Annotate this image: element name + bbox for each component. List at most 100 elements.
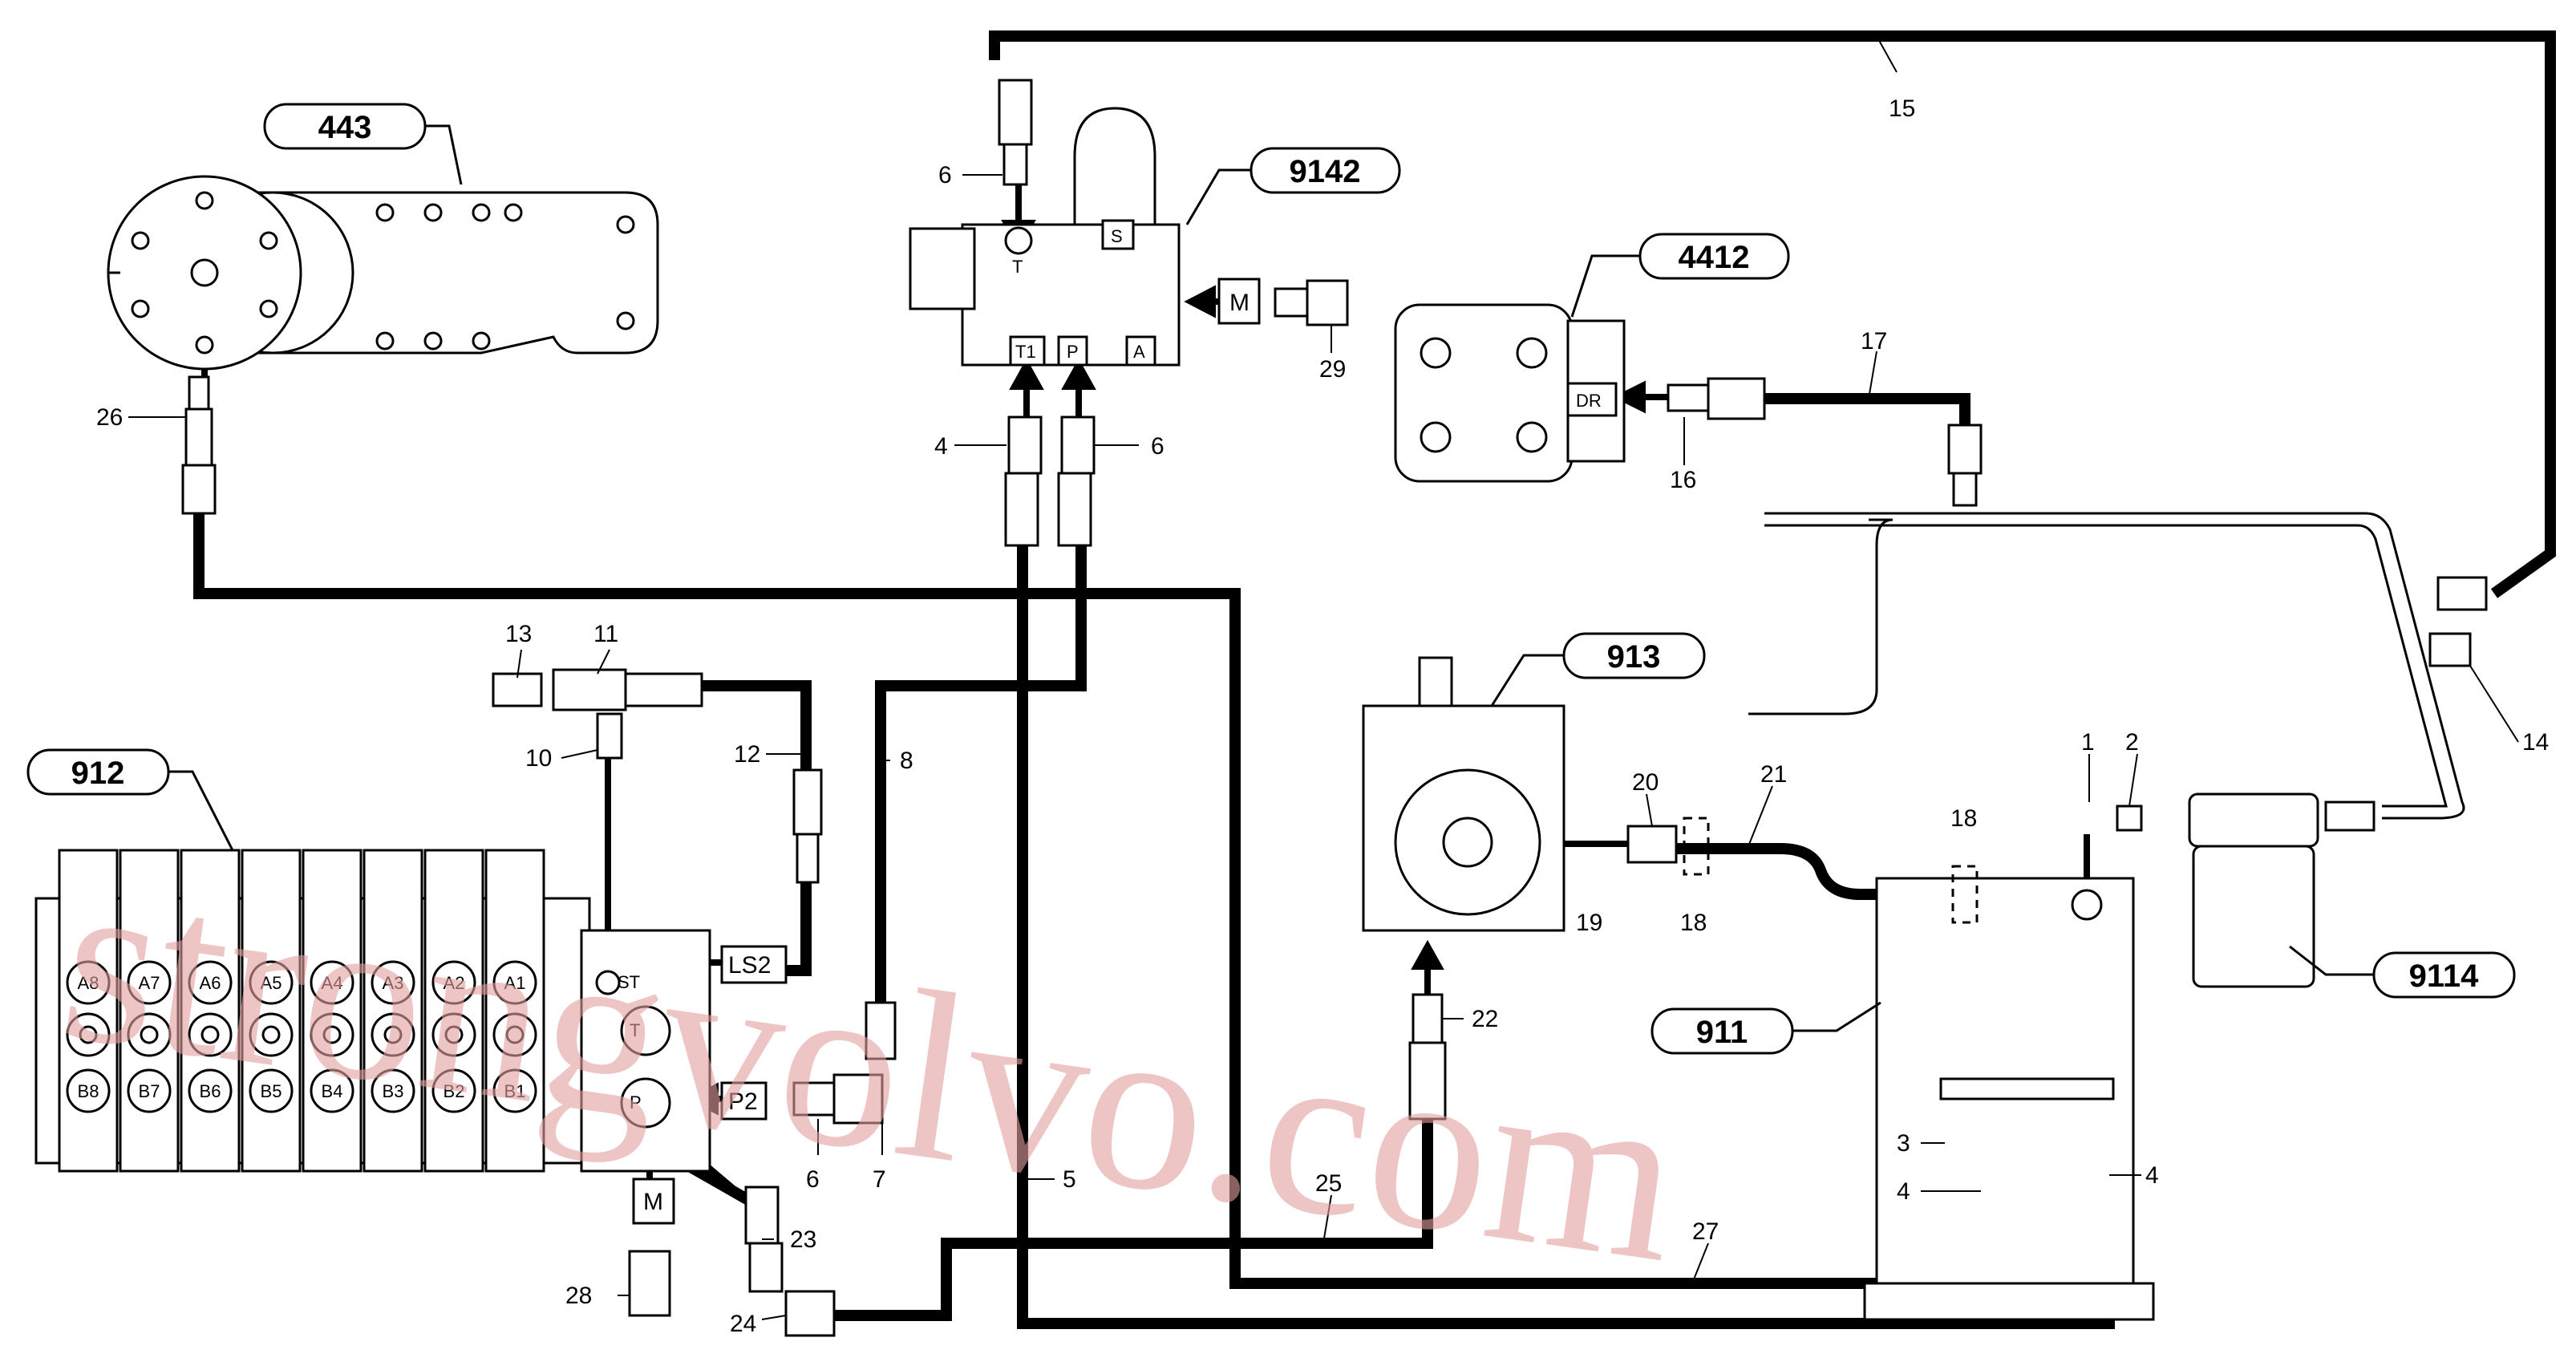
label-18-b: 18 [1950,805,1977,832]
port-label-p2: P2 [728,1088,758,1115]
port-label-t1: T1 [1015,342,1036,362]
leader-9114 [2289,945,2374,976]
valve-port-bottom-label: B7 [139,1081,160,1101]
label-22: 22 [1472,1006,1498,1032]
fitting-16-a [1667,383,1710,412]
label-17: 17 [1861,328,1887,355]
valve-port-top-label: A7 [139,973,160,993]
label-11: 11 [593,621,618,647]
solenoid-9142 [909,227,976,310]
port-label-dr: DR [1576,391,1602,411]
fitting-filter-in [2324,801,2376,832]
port-913-inner [1442,817,1493,868]
label-6-top-r: 6 [1151,433,1164,460]
port-t-circle [1004,226,1033,255]
label-24: 24 [730,1311,756,1337]
label-leaders [128,35,2519,1320]
valve-port-top-circle [66,960,111,1005]
line-8 [875,545,1087,1003]
port-label-tv: T [630,1020,640,1040]
arrow-head-dr [1613,380,1646,414]
port-box-m2 [632,1177,675,1225]
canister-9114 [2192,845,2315,988]
hole-443-2 [423,203,443,222]
port-label-m2: M [643,1189,663,1215]
label-28: 28 [565,1283,592,1309]
port-label-p: P [1067,342,1079,362]
label-1: 1 [2081,729,2095,756]
fitting-29-a [1274,287,1309,318]
fitting-17-b [1952,472,1978,507]
valve-port-top-label: A4 [322,973,343,993]
marker-18b [1951,865,1979,924]
fitting-17-a [1947,424,1983,475]
valve-port-top-circle [188,960,233,1005]
tag-911: 911 [1696,1015,1748,1050]
label-23: 23 [790,1226,816,1253]
leader-443 [425,124,463,185]
fitting-12-a [792,768,823,836]
fitting-29-b [1306,279,1349,326]
label-16: 16 [1670,467,1696,493]
fitting-26-b [184,407,213,467]
hole-443-5 [375,331,395,351]
bolt-443-6 [259,299,278,318]
component-9142 [909,107,1261,367]
line-17 [1764,393,1970,425]
body-4412 [1394,303,1574,483]
fitting-23-b [748,1242,784,1293]
fitting-4-a [1007,415,1043,475]
bolt-443-1 [195,191,214,210]
port-label-a: A [1133,342,1145,362]
fitting-23-a [744,1186,780,1245]
hole-443-3 [472,203,491,222]
bolt-443-5 [131,299,150,318]
valve-port-top-circle [127,960,172,1005]
fitting-22-b [1408,1041,1447,1121]
valve-spool-center [322,1025,342,1044]
valve-spool-center [140,1025,159,1044]
tag-4412: 4412 [1679,240,1750,275]
label-12: 12 [734,741,760,768]
label-29: 29 [1319,356,1346,383]
label-26: 26 [96,404,123,431]
label-6-top: 6 [938,162,952,188]
valve-section-body [302,849,363,1173]
label-13: 13 [505,621,532,647]
valve-spool-center [383,1025,403,1044]
bolt-4412-3 [1420,421,1452,453]
valve-port-top-circle [492,960,537,1005]
valve-port-top-label: A3 [383,973,404,993]
fitting-2 [2116,805,2143,832]
port-label-ls2: LS2 [728,952,771,979]
valve-section-body [241,849,302,1173]
valve-section-body [180,849,241,1173]
fitting-14-a [2436,576,2488,611]
line-21 [1676,843,1965,900]
component-9114 [2188,792,2319,988]
label-15: 15 [1889,95,1915,122]
thin-pipe-upper [1764,512,2465,820]
valve-port-bottom-circle [371,1068,415,1113]
valve-port-top-label: A8 [78,973,99,993]
tank-911-bar [1939,1077,2115,1100]
valve-port-bottom-label: B6 [200,1081,221,1101]
valve-port-bottom-circle [66,1068,111,1113]
tag-913: 913 [1607,639,1661,675]
port-label-s: S [1111,226,1123,246]
valve-port-bottom-circle [431,1068,476,1113]
label-14: 14 [2522,729,2549,756]
valve-port-top-circle [431,960,476,1005]
valve-section-body [363,849,423,1173]
component-913 [1362,656,1565,932]
valve-port-top-label: A6 [200,973,221,993]
hole-443-6 [423,331,443,351]
valve-spool-center [261,1025,281,1044]
port-box-a [1125,335,1156,367]
label-2: 2 [2125,729,2139,756]
valve-spool-center [444,1025,464,1044]
fitting-13 [492,672,543,707]
label-25: 25 [1315,1170,1342,1197]
